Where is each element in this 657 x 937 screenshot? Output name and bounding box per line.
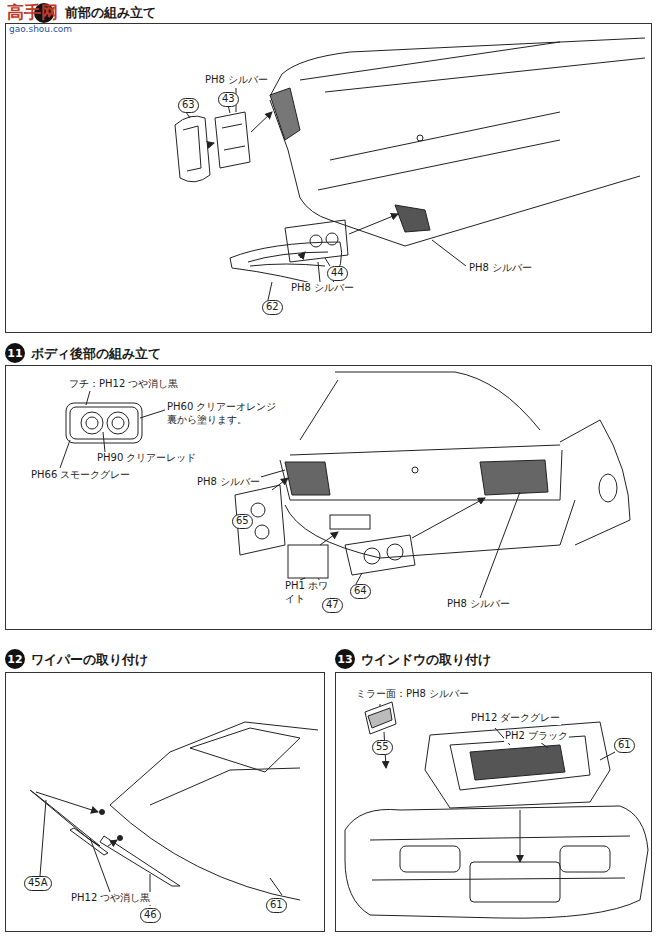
callout-number: 65 — [232, 514, 253, 529]
step-number: 12 — [7, 653, 22, 666]
step-heading: ボディ後部の組み立て — [29, 345, 163, 363]
step-number: 11 — [7, 347, 22, 360]
panel-frame — [335, 672, 652, 932]
callout-number: 55 — [372, 740, 393, 755]
callout-number: 45A — [24, 876, 52, 891]
panel-frame — [5, 672, 325, 932]
paint-note: PH8 シルバー — [290, 282, 355, 295]
paint-note: PH12 つや消し黒 — [70, 892, 151, 905]
step-number: 13 — [337, 653, 352, 666]
paint-note: PH12 ダークグレー — [470, 712, 561, 725]
step-heading: ウインドウの取り付け — [359, 651, 493, 669]
paint-note: PH90 クリアーレッド — [96, 452, 197, 465]
callout-number: 43 — [218, 92, 239, 107]
callout-number: 46 — [140, 908, 161, 923]
step-number-circle: 11 — [5, 343, 25, 363]
callout-number: 64 — [350, 584, 371, 599]
callout-number: 47 — [322, 598, 343, 613]
callout-number: 61 — [614, 738, 635, 753]
callout-number: 63 — [178, 98, 199, 113]
watermark: 高手网 — [6, 2, 59, 23]
callout-number: 62 — [262, 300, 283, 315]
watermark: gao.shou.com — [8, 24, 73, 35]
step-heading: ワイパーの取り付け — [29, 651, 150, 669]
paint-note: PH8 シルバー — [468, 262, 533, 275]
paint-note: PH8 シルバー — [204, 74, 269, 87]
step-number-circle: 12 — [5, 649, 25, 669]
paint-note: PH2 ブラック — [504, 730, 569, 743]
paint-note: PH60 クリアーオレンジ 裏から塗ります。 — [166, 401, 280, 426]
step-heading: 前部の組み立て — [63, 4, 158, 22]
paint-note: PH8 シルバー — [446, 598, 511, 611]
callout-number: 44 — [327, 266, 348, 281]
paint-note: ミラー面：PH8 シルバー — [355, 688, 470, 701]
step-number-circle: 13 — [335, 649, 355, 669]
paint-note: PH66 スモークグレー — [30, 469, 131, 482]
callout-number: 61 — [266, 898, 287, 913]
paint-note: フチ：PH12 つや消し黒 — [68, 378, 179, 391]
paint-note: PH8 シルバー — [196, 476, 261, 489]
assembly-step-panel: ワイパーの取り付け 12 — [5, 649, 325, 932]
